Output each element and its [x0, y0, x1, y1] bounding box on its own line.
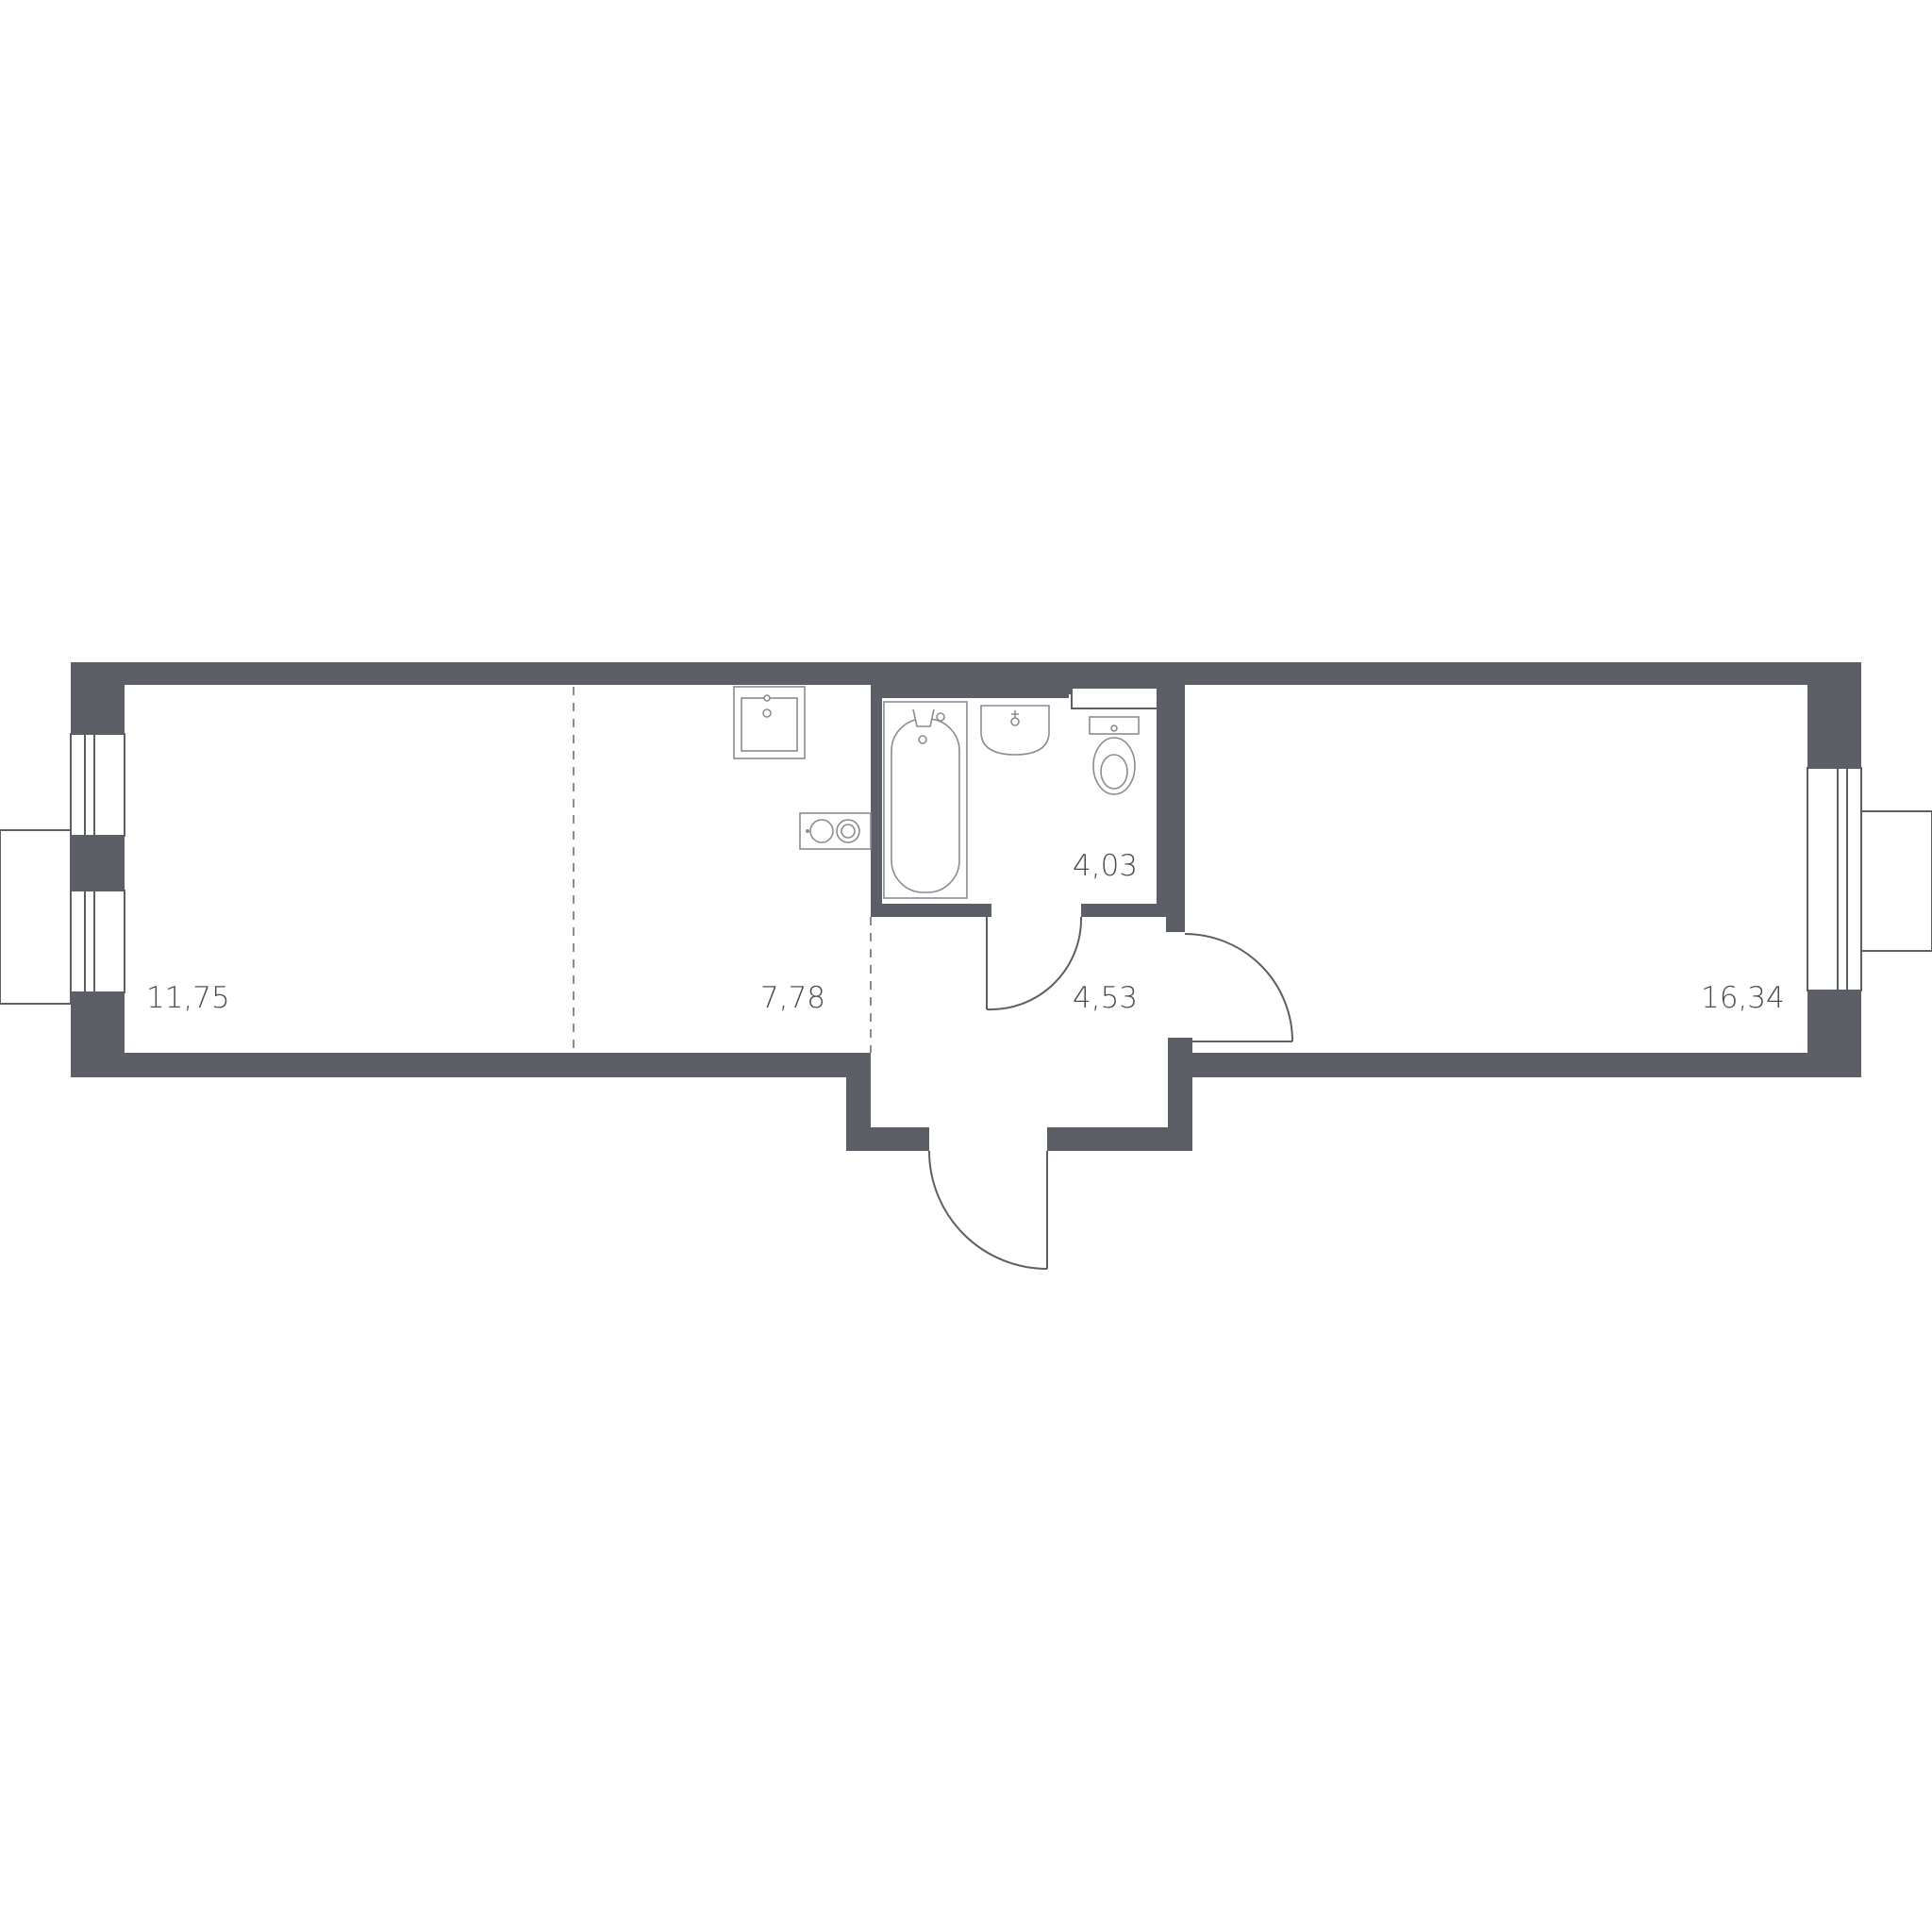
- toilet-icon: [1089, 716, 1140, 795]
- balcony-right: [1860, 810, 1932, 952]
- area-label-kitchen: 7,78: [760, 981, 825, 1015]
- balcony-left: [0, 829, 72, 1005]
- door-swing-icon: [986, 916, 1083, 1011]
- exterior-walls: [71, 662, 1861, 1151]
- door-swing-icon-entrance: [928, 1150, 1048, 1270]
- kitchen-sink-icon: [733, 686, 806, 759]
- window-left-bottom: [70, 890, 125, 993]
- area-label-hallway: 4,53: [1073, 981, 1138, 1015]
- window-right: [1807, 767, 1862, 991]
- area-label-room-left: 11,75: [146, 981, 230, 1015]
- washbasin-icon: [980, 705, 1050, 756]
- interior-walls: [871, 685, 1185, 1057]
- bathtub-icon: [883, 701, 968, 899]
- window-left-top: [70, 733, 125, 837]
- stove-icon: [799, 812, 872, 850]
- door-swing-icon-right-room: [1184, 933, 1293, 1042]
- area-label-bathroom: 4,03: [1073, 849, 1138, 883]
- area-label-room-right: 16,34: [1701, 981, 1785, 1015]
